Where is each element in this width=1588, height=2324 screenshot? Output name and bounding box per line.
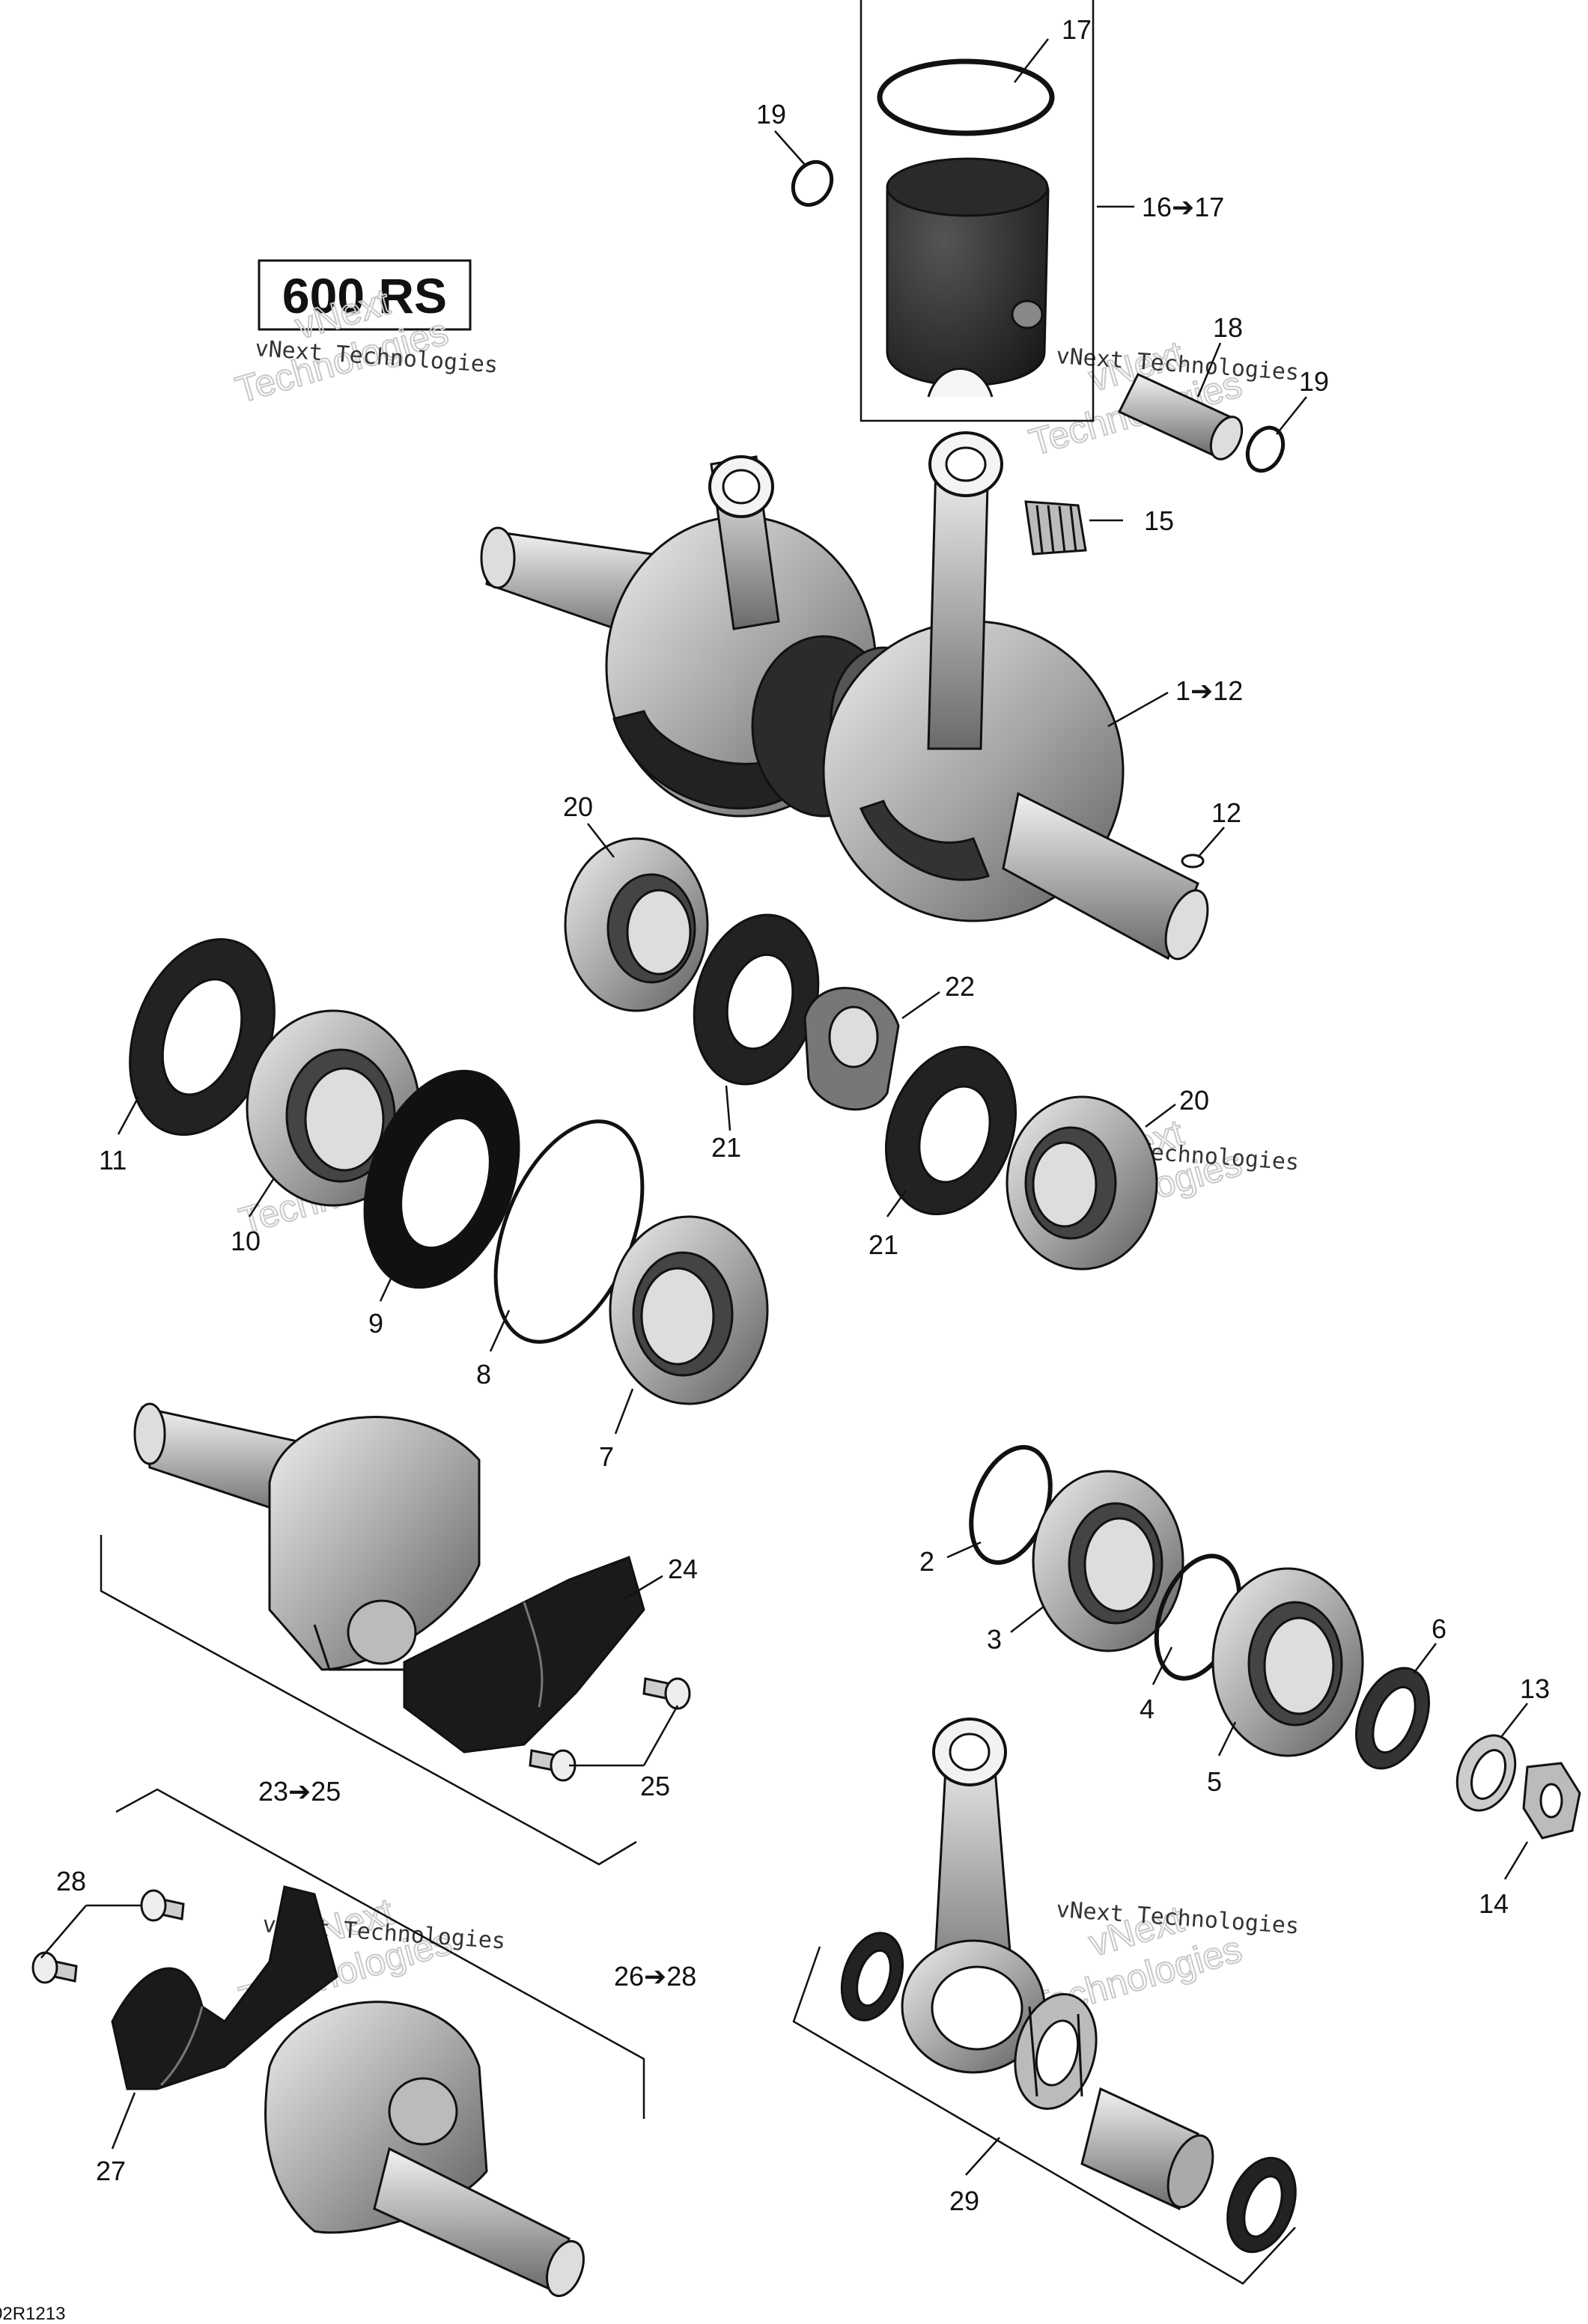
ball-bearing-3 — [1032, 1470, 1184, 1652]
callout-27: 27 — [96, 2156, 126, 2186]
callout-15: 15 — [1144, 505, 1174, 536]
callout-labels: 17 19 16➔17 18 19 15 1➔12 12 20 22 20 11… — [56, 14, 1550, 2216]
callout-3: 3 — [987, 1624, 1002, 1655]
ball-bearing-20b — [1006, 1095, 1158, 1271]
callout-12: 12 — [1211, 797, 1241, 828]
ball-bearing-20a — [564, 837, 709, 1012]
callout-21b: 21 — [868, 1229, 898, 1260]
washer-6 — [1355, 1667, 1430, 1770]
callout-25: 25 — [640, 1771, 670, 1801]
needle-bearing-15 — [1024, 500, 1087, 556]
callout-19a: 19 — [756, 99, 786, 130]
callout-20a: 20 — [563, 791, 593, 822]
callout-19b: 19 — [1299, 366, 1329, 397]
callout-7: 7 — [599, 1441, 614, 1472]
bracket-23 — [100, 1535, 637, 1866]
model-label: 600 RS — [282, 268, 447, 323]
callout-10: 10 — [231, 1226, 261, 1256]
crank-half-26 — [264, 2001, 585, 2297]
circlip-19b — [1245, 425, 1286, 473]
callout-5: 5 — [1207, 1766, 1222, 1797]
crank-pin-29 — [1080, 2087, 1214, 2211]
seal-9 — [363, 1069, 520, 1289]
screw-25b — [529, 1749, 577, 1782]
nut-14 — [1522, 1762, 1581, 1840]
callout-17: 17 — [1062, 14, 1092, 45]
callout-26: 26➔28 — [614, 1961, 696, 1992]
counterweight-24 — [403, 1556, 645, 1753]
ball-bearing-5 — [1211, 1567, 1364, 1757]
callout-11: 11 — [99, 1145, 127, 1175]
thrust-washer-29b — [1226, 2156, 1297, 2254]
callout-23: 23➔25 — [258, 1776, 341, 1807]
crank-half-23 — [133, 1402, 481, 1671]
piston-ring-17 — [877, 58, 1055, 136]
callout-9: 9 — [368, 1308, 383, 1339]
oil-seal-21a — [693, 913, 820, 1086]
washer-13 — [1455, 1734, 1517, 1812]
bracket-26 — [115, 1788, 645, 2119]
oil-seal-11 — [129, 937, 276, 1137]
screw-28a — [140, 1889, 185, 1922]
ball-bearing-7 — [609, 1215, 769, 1405]
callout-24: 24 — [668, 1554, 698, 1584]
callout-29: 29 — [949, 2185, 979, 2216]
counterweight-27 — [111, 1885, 338, 2090]
callout-2: 2 — [919, 1546, 934, 1577]
connecting-rod-29 — [901, 1718, 1046, 2074]
oil-seal-21b — [884, 1045, 1017, 1216]
spiral-gear-22 — [803, 987, 900, 1111]
callout-6: 6 — [1432, 1613, 1446, 1644]
circlip-19a — [791, 159, 834, 207]
thrust-washer-29a — [840, 1932, 904, 2022]
callout-22: 22 — [945, 971, 975, 1002]
callout-4: 4 — [1140, 1694, 1155, 1724]
piston-pin-18 — [1117, 373, 1244, 460]
piston-16 — [886, 157, 1050, 398]
bracket-29 — [792, 1946, 1296, 2285]
callout-1: 1➔12 — [1175, 675, 1243, 706]
callout-18: 18 — [1213, 312, 1243, 343]
callout-14: 14 — [1479, 1888, 1509, 1919]
screw-25a — [642, 1677, 691, 1710]
callout-8: 8 — [476, 1359, 491, 1390]
piston-kit-frame — [860, 0, 1095, 422]
leader-lines — [40, 38, 1529, 2176]
callout-16: 16➔17 — [1142, 192, 1224, 222]
needle-bearing-29 — [1014, 1992, 1098, 2111]
crankshaft-assembly — [480, 431, 1209, 961]
model-label-box: 600 RS — [258, 259, 472, 331]
callout-21a: 21 — [711, 1132, 741, 1163]
diagram-code: 02R1213 — [0, 2304, 65, 2324]
callout-20b: 20 — [1179, 1085, 1209, 1116]
callout-28: 28 — [56, 1866, 86, 1896]
callout-13: 13 — [1520, 1673, 1550, 1704]
screw-28b — [31, 1951, 78, 1984]
